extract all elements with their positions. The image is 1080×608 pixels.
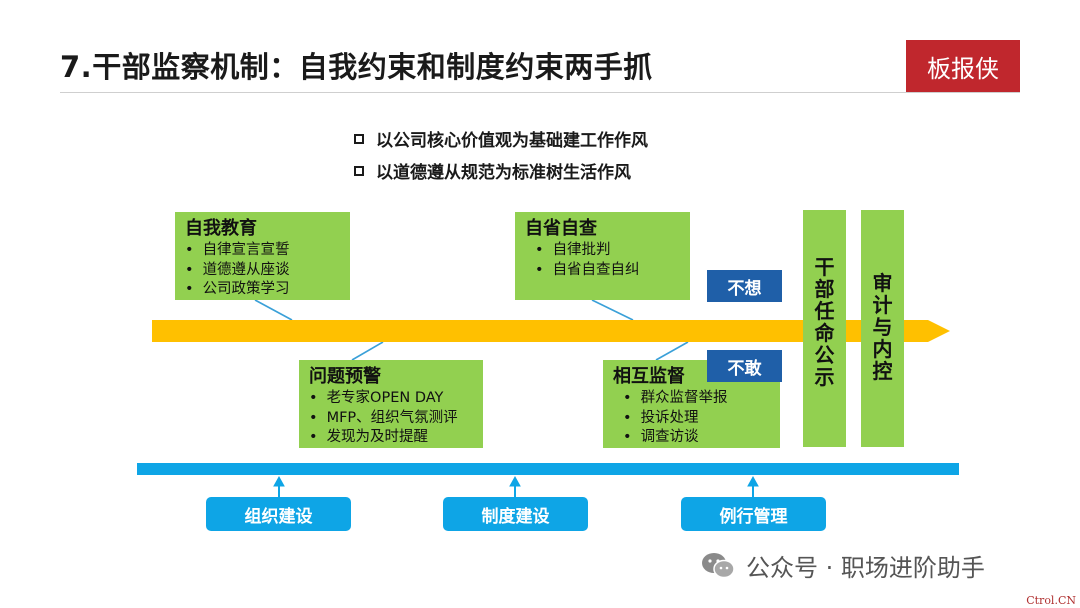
watermark-text: 公众号 · 职场进阶助手 <box>746 554 985 582</box>
bar-cadre-appointment: 干 部 任 命 公 示 <box>803 210 846 447</box>
list-item: 道德遵从座谈 <box>185 261 340 281</box>
list-item: 自律宣言宣誓 <box>185 241 340 261</box>
watermark: 公众号 · 职场进阶助手 <box>700 548 985 583</box>
connector-mutual-supervision <box>655 341 689 361</box>
box-heading: 相互监督 <box>613 366 685 387</box>
foundation-arrows <box>273 475 759 497</box>
list-item: 老专家OPEN DAY <box>309 389 473 409</box>
principle-text: 以公司核心价值观为基础建工作作风 <box>376 131 648 151</box>
bar-char: 公 <box>814 343 835 367</box>
list-item: 自省自查自纠 <box>525 261 680 281</box>
title-divider <box>60 92 1020 93</box>
box-heading: 问题预警 <box>309 366 381 387</box>
bar-char: 部 <box>814 277 835 301</box>
box-mutual-supervision: 相互监督 群众监督举报 投诉处理 调查访谈 <box>603 360 780 448</box>
foundation-system: 制度建设 <box>443 497 588 531</box>
list-item: 投诉处理 <box>613 409 770 429</box>
bar-audit-control: 审 计 与 内 控 <box>861 210 904 447</box>
principle-text: 以道德遵从规范为标准树生活作风 <box>376 163 631 183</box>
box-heading: 自我教育 <box>185 218 257 239</box>
bar-char: 内 <box>872 337 893 361</box>
square-bullet-icon <box>354 133 364 144</box>
box-heading: 自省自查 <box>525 218 597 239</box>
list-item: 自律批判 <box>525 241 680 261</box>
bar-char: 与 <box>872 315 893 339</box>
timeline-arrow <box>152 320 950 342</box>
connector-self-examination <box>591 299 634 321</box>
principle-1: 以公司核心价值观为基础建工作作风 <box>354 126 648 151</box>
bar-char: 控 <box>872 359 893 383</box>
bar-char: 干 <box>814 255 835 279</box>
tag-no-dare: 不敢 <box>707 350 782 382</box>
list-item: 发现为及时提醒 <box>309 428 473 448</box>
bar-char: 计 <box>872 293 893 317</box>
list-item: 公司政策学习 <box>185 280 340 300</box>
page-title: 7.干部监察机制：自我约束和制度约束两手抓 <box>60 50 653 84</box>
connector-problem-warning <box>351 341 384 361</box>
box-self-education: 自我教育 自律宣言宣誓 道德遵从座谈 公司政策学习 <box>175 212 350 300</box>
list-item: 群众监督举报 <box>613 389 770 409</box>
bar-char: 命 <box>814 321 835 345</box>
brand-logo: 板报侠 <box>906 40 1020 92</box>
square-bullet-icon <box>354 165 364 176</box>
list-item: MFP、组织气氛测评 <box>309 409 473 429</box>
foundation-routine: 例行管理 <box>681 497 826 531</box>
principle-2: 以道德遵从规范为标准树生活作风 <box>354 158 631 183</box>
connector-self-education <box>254 299 293 321</box>
bar-char: 示 <box>814 365 835 389</box>
foundation-organization: 组织建设 <box>206 497 351 531</box>
box-problem-warning: 问题预警 老专家OPEN DAY MFP、组织气氛测评 发现为及时提醒 <box>299 360 483 448</box>
tag-no-think: 不想 <box>707 270 782 302</box>
bar-char: 审 <box>872 271 893 295</box>
box-self-examination: 自省自查 自律批判 自省自查自纠 <box>515 212 690 300</box>
list-item: 调查访谈 <box>613 428 770 448</box>
bar-char: 任 <box>814 299 835 323</box>
foundation-bar <box>137 463 959 475</box>
corner-mark: Ctrol.CN <box>1026 594 1076 607</box>
wechat-icon <box>702 552 735 578</box>
